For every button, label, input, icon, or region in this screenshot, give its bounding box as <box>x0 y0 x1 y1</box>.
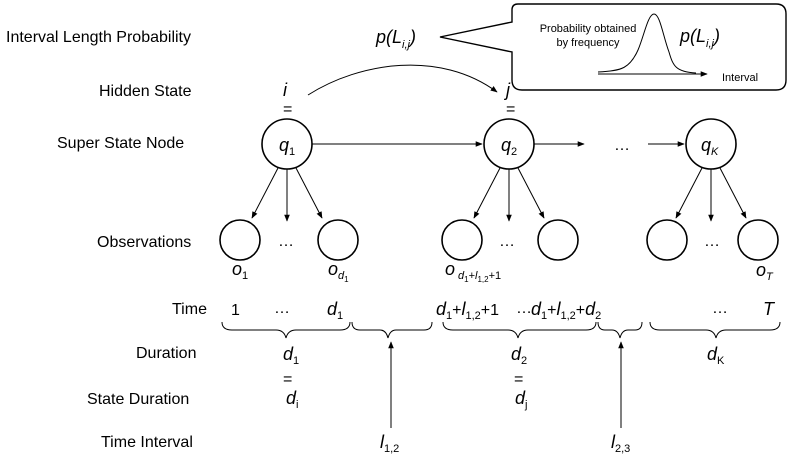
probability-label: p(Li,j) <box>375 27 416 51</box>
row-label-hidden-state: Hidden State <box>99 83 192 100</box>
hidden-state-i: i <box>283 80 288 100</box>
brace-interval-2-3 <box>597 321 643 339</box>
emission-arrow-q2-left <box>473 167 501 219</box>
equals-sign-i: = <box>283 101 292 118</box>
brace-duration-2 <box>442 321 597 339</box>
state-duration-label-dj: dj <box>515 388 527 411</box>
callout-probability-label: p(Li,j) <box>679 26 720 50</box>
callout-text-line2: by frequency <box>557 37 620 49</box>
observation-label-o1: o1 <box>232 259 248 282</box>
time-label-d1-l12-plus1: d1+l1,2+1 <box>436 299 499 322</box>
transition-arc-arrow <box>307 64 498 96</box>
equals-sign-j: = <box>506 101 515 118</box>
emission-arrow-qk-left <box>675 167 703 219</box>
row-label-interval-length-probability: Interval Length Probability <box>6 29 191 46</box>
equals-sign-duration-2: = <box>514 371 523 388</box>
observation-label-od1: od1 <box>328 259 349 284</box>
observation-node-oT <box>737 219 779 261</box>
row-label-observations: Observations <box>97 234 191 251</box>
duration-label-dk: dK <box>707 344 725 367</box>
interval-axis-label: Interval <box>722 72 758 84</box>
duration-label-d1: d1 <box>283 344 299 367</box>
duration-label-d2: d2 <box>511 344 527 367</box>
frequency-curve <box>597 13 697 74</box>
observation-node-od1l12 <box>441 219 483 261</box>
emission-arrow-q1-right <box>295 167 323 219</box>
observation-node-od1 <box>317 219 359 261</box>
callout-bubble <box>439 3 787 91</box>
callout-text-line1: Probability obtained <box>540 23 637 35</box>
ellipsis-time-2: … <box>516 300 532 317</box>
brace-duration-k <box>649 321 781 339</box>
ellipsis-obs-2: … <box>499 233 515 250</box>
time-label-1: 1 <box>231 302 240 319</box>
hidden-state-j: j <box>503 80 511 100</box>
emission-arrow-q1-left <box>251 167 279 219</box>
row-label-duration: Duration <box>136 345 196 362</box>
node-label-qk: qK <box>701 135 719 158</box>
time-label-d1: d1 <box>327 299 343 322</box>
equals-sign-duration-1: = <box>283 371 292 388</box>
brace-duration-1 <box>221 321 351 339</box>
node-label-q2: q2 <box>501 135 517 158</box>
interval-label-l23: l2,3 <box>611 432 630 455</box>
row-label-time-interval: Time Interval <box>101 434 193 451</box>
ellipsis-obs-3: … <box>704 233 720 250</box>
row-label-super-state-node: Super State Node <box>57 135 184 152</box>
observation-node-2-right <box>537 219 579 261</box>
time-label-d1-l12-d2: d1+l1,2+d2 <box>531 299 601 322</box>
ellipsis-time-1: … <box>274 300 290 317</box>
node-label-q1: q1 <box>279 135 295 158</box>
time-label-T: T <box>763 299 776 319</box>
emission-arrow-q2-right <box>517 167 545 219</box>
observation-label-oT: oT <box>756 260 774 283</box>
row-label-state-duration: State Duration <box>87 391 189 408</box>
emission-arrow-qk-right <box>719 167 747 219</box>
interval-label-l12: l1,2 <box>380 432 399 455</box>
brace-interval-1-2 <box>351 321 433 339</box>
state-duration-label-di: di <box>286 388 298 411</box>
observation-node-o1 <box>219 219 261 261</box>
ellipsis-nodes: … <box>614 137 630 154</box>
ellipsis-time-3: … <box>712 300 728 317</box>
ellipsis-obs-1: … <box>278 233 294 250</box>
row-label-time: Time <box>172 301 207 318</box>
observation-node-3-left <box>646 219 688 261</box>
